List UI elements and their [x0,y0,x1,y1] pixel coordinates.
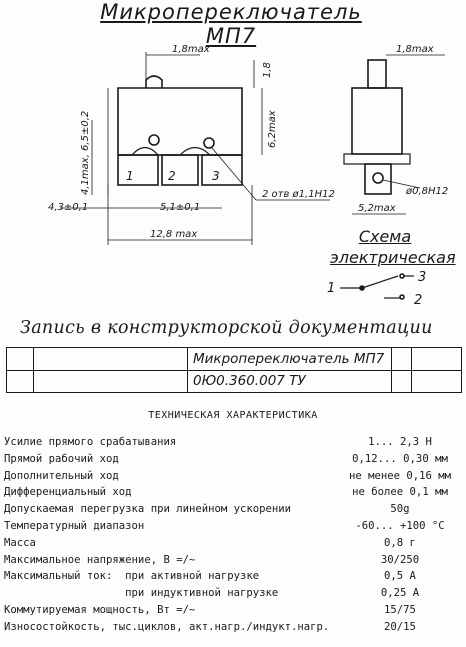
spec-value: не менее 0,16 мм [348,469,452,482]
record-code: 0Ю0.360.007 ТУ [193,373,306,389]
side-view-actuator [367,59,387,89]
spec-value: 0,12... 0,30 мм [352,452,448,465]
mounting-hole-1 [148,134,160,146]
spec-value: 0,5 А [384,570,416,583]
schema-title-line2: электрическая [330,248,456,267]
spec-row: Коммутируемая мощность, Вт =/~ 15/75 [4,604,466,620]
schema-title-line1: Схема [358,227,412,246]
dim-height-top: 1,8 [262,62,273,78]
spec-label: Допускаемая перегрузка при линейном уско… [4,503,292,516]
spec-row: Прямой рабочий ход 0,12... 0,30 мм [4,453,466,469]
terminal-1 [117,154,159,186]
schema-title: Схема электрическая [330,226,456,268]
dim-side-width: 5,2max [358,203,396,214]
spec-row: Масса 0,8 г [4,537,466,553]
spec-label: Максимальное напряжение, В =/~ [4,553,196,566]
spec-label: Прямой рабочий ход [4,452,119,465]
dim-side-top: 1,8max [396,44,434,55]
terminal-2 [161,154,199,186]
spec-value: не более 0,1 мм [352,486,448,499]
spec-value: 0,25 А [380,587,420,600]
spec-label: Коммутируемая мощность, Вт =/~ [4,604,196,616]
spec-label: Температурный диапазон [4,520,145,532]
spec-label: Износостойкость, тыс.циклов, акт.нагр./и… [4,620,330,633]
spec-label: Усилие прямого срабатывания [4,436,177,448]
record-title: Запись в конструкторской документации [20,318,433,338]
actuator-button [145,75,163,88]
pin-label-3: 3 [212,169,220,183]
dim-side-hole: ø0,8Н12 [405,186,448,197]
dim-pitch-left: 4,3±0,1 [48,202,88,213]
spec-header: ТЕХНИЧЕСКАЯ ХАРАКТЕРИСТИКА [148,410,318,421]
spec-label: Максимальный ток: при активной нагрузке [4,570,260,583]
spec-row: при индуктивной нагрузке 0,25 А [4,587,466,603]
spec-value: -60... +100 °С [355,520,445,532]
dim-top-offset: 1,8max [172,44,210,55]
spec-row: Температурный диапазон -60... +100 °С [4,520,466,536]
spec-row: Износостойкость, тыс.циклов, акт.нагр./и… [4,621,466,637]
pin-label-1: 1 [126,169,134,183]
dim-holes: 2 отв ø1,1Н12 [262,189,335,200]
spec-row: Дополнительный ход не менее 0,16 мм [4,470,466,486]
schema-contact-2: 2 [414,293,422,308]
pin-label-2: 2 [168,169,176,183]
spec-value: 0,8 г [384,536,416,549]
technical-drawing: 1,8max 1,8 6,2max 4,1max, 6,5±0,2 1 2 3 … [48,44,448,308]
dim-total-width: 12,8 max [150,229,197,240]
spec-value: 20/15 [384,620,416,633]
spec-row: Допускаемая перегрузка при линейном уско… [4,503,466,519]
switch-body-outline [117,87,243,156]
side-view-body [351,87,403,155]
schema-contact-1: 1 [327,281,335,296]
spec-label: Масса [4,536,36,549]
spec-value: 30/250 [380,553,420,566]
record-name: Микропереключатель МП7 [193,351,385,367]
spec-value: 1... 2,3 Н [368,436,432,448]
spec-label: Дополнительный ход [4,469,119,482]
mounting-hole-2 [203,137,215,149]
dim-pitch-right: 5,1±0,1 [160,202,200,213]
schema-contact-3: 3 [418,270,426,285]
terminal-3 [201,154,243,186]
spec-label: при индуктивной нагрузке [4,587,279,600]
spec-label: Дифференциальный ход [4,486,132,499]
dim-total-height: 6,2max [267,110,278,148]
spec-value: 15/75 [384,604,416,616]
spec-row: Максимальный ток: при активной нагрузке 0… [4,570,466,586]
side-view-terminal [364,163,392,195]
dim-left-height: 4,1max, 6,5±0,2 [80,111,91,195]
spec-row: Дифференциальный ход не более 0,1 мм [4,486,466,502]
spec-row: Усилие прямого срабатывания 1... 2,3 Н [4,436,466,452]
record-table: Микропереключатель МП7 0Ю0.360.007 ТУ [6,347,462,393]
spec-row: Максимальное напряжение, В =/~ 30/250 [4,554,466,570]
spec-value: 50g [390,503,410,516]
page-title: Микропереключатель МП7 [100,0,362,48]
